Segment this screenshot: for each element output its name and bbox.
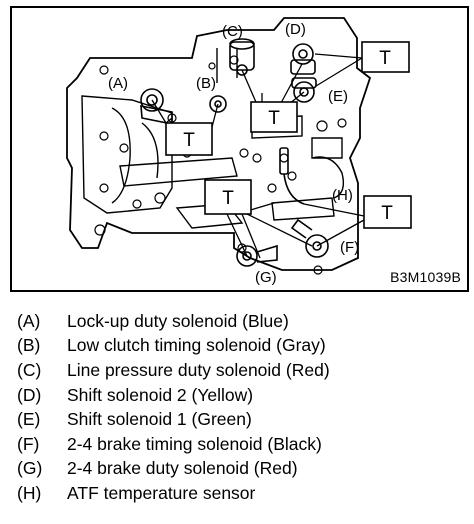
solenoid-f: [290, 218, 329, 258]
legend-key: (G): [17, 458, 43, 479]
legend-text: Lock-up duty solenoid (Blue): [67, 310, 289, 331]
callout-h: (H): [332, 187, 353, 204]
legend-key: (A): [17, 310, 41, 331]
torque-label: T: [381, 203, 393, 224]
valve-body-outline: [66, 17, 372, 271]
legend-key: (H): [17, 482, 42, 503]
legend-item: (F) 2-4 brake timing solenoid (Black): [17, 432, 467, 457]
legend-item: (G) 2-4 brake duty solenoid (Red): [17, 457, 467, 482]
callout-c: (C): [222, 23, 243, 40]
sensor-h: [279, 147, 305, 205]
legend-text: Low clutch timing solenoid (Gray): [67, 335, 326, 356]
legend-item: (C) Line pressure duty solenoid (Red): [17, 358, 467, 383]
torque-label: T: [268, 108, 280, 129]
legend-item: (A) Lock-up duty solenoid (Blue): [17, 309, 467, 334]
callout-b: (B): [196, 75, 216, 92]
valve-body-diagram: T T T T T (A) (B) (C) (D) (E) (F) (G) (H…: [10, 6, 469, 292]
legend-text: Line pressure duty solenoid (Red): [67, 359, 330, 380]
solenoid-g: [236, 244, 278, 267]
legend-text: 2-4 brake duty solenoid (Red): [67, 458, 298, 479]
legend-key: (B): [17, 335, 41, 356]
legend-item: (E) Shift solenoid 1 (Green): [17, 407, 467, 432]
torque-boxes: [165, 41, 412, 229]
legend-key: (E): [17, 409, 41, 430]
callout-f: (F): [340, 239, 359, 256]
legend-item: (D) Shift solenoid 2 (Yellow): [17, 383, 467, 408]
torque-label: T: [379, 48, 391, 69]
callout-e: (E): [328, 88, 348, 105]
legend-key: (D): [17, 384, 42, 405]
legend-key: (F): [17, 433, 40, 454]
callout-d: (D): [285, 21, 306, 38]
legend-key: (C): [17, 359, 42, 380]
valve-body-drawing: T T T T T (A) (B) (C) (D) (E) (F) (G) (H…: [66, 17, 412, 286]
solenoid-c: [229, 38, 255, 76]
legend-item: (H) ATF temperature sensor: [17, 481, 467, 506]
torque-label: T: [183, 130, 195, 151]
solenoid-d: [290, 43, 316, 75]
figure-code: B3M1039B: [390, 269, 461, 285]
solenoid-b: [209, 95, 227, 113]
legend-text: 2-4 brake timing solenoid (Black): [67, 433, 322, 454]
torque-label: T: [222, 188, 234, 209]
callout-a: (A): [108, 75, 128, 92]
callout-g: (G): [255, 269, 277, 286]
legend-text: Shift solenoid 2 (Yellow): [67, 384, 254, 405]
legend-item: (B) Low clutch timing solenoid (Gray): [17, 334, 467, 359]
legend-text: Shift solenoid 1 (Green): [67, 409, 252, 430]
legend-list: (A) Lock-up duty solenoid (Blue) (B) Low c…: [17, 309, 467, 506]
legend-text: ATF temperature sensor: [67, 482, 256, 503]
leader-lines: [151, 53, 365, 259]
